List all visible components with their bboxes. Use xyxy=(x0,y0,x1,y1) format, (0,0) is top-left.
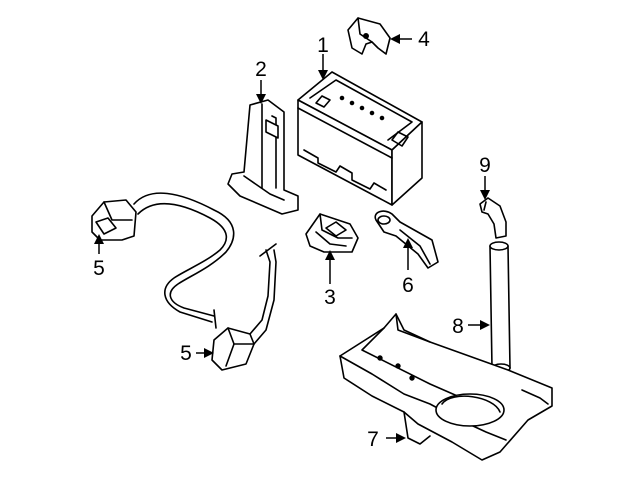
battery-tray xyxy=(339,313,553,461)
callout-7: 7 xyxy=(367,428,379,451)
cable-lower xyxy=(211,243,277,371)
vent-tube xyxy=(489,241,511,373)
callout-6: 6 xyxy=(402,274,414,297)
callout-5-upper: 5 xyxy=(93,257,105,280)
hold-down-clamp xyxy=(227,99,299,215)
callout-4: 4 xyxy=(418,28,430,51)
callout-3: 3 xyxy=(324,286,336,309)
cable-upper xyxy=(91,192,235,329)
terminal-cover xyxy=(347,17,391,55)
callout-8: 8 xyxy=(452,315,464,338)
leader-lines xyxy=(94,34,490,443)
terminal-clamp xyxy=(374,210,439,269)
callout-2: 2 xyxy=(255,58,267,81)
vent-elbow xyxy=(479,197,507,239)
callout-5-lower: 5 xyxy=(180,342,192,365)
callout-9: 9 xyxy=(479,154,491,177)
clamp-block xyxy=(305,213,359,253)
callout-1: 1 xyxy=(317,34,329,57)
battery xyxy=(297,71,423,206)
